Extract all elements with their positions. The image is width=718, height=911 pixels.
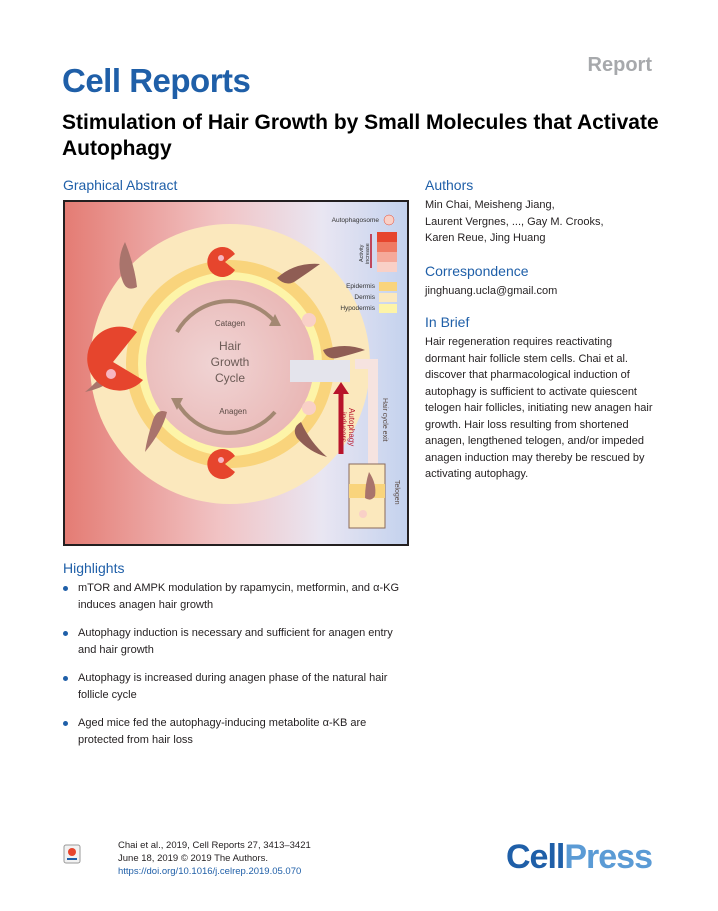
cycle-label-1: Hair [219,339,241,353]
inducers-label-2: inducers [339,412,348,442]
authors-line: Karen Reue, Jing Huang [425,232,546,244]
highlight-item: Aged mice fed the autophagy-inducing met… [63,715,413,748]
publisher-logo-part: Press [564,838,653,876]
authors-heading: Authors [425,177,474,193]
inducers-label-1: Autophagy [347,408,356,446]
bullet-icon [63,586,68,591]
anagen-label: Anagen [219,407,247,416]
check-for-updates-icon[interactable] [63,844,81,864]
highlight-text: mTOR and AMPK modulation by rapamycin, m… [78,582,400,611]
bullet-icon [63,676,68,681]
in-brief-text: Hair regeneration requires reactivating … [425,336,653,480]
graphical-abstract-svg: Catagen Anagen Hair Growth Cycle Hair cy… [65,202,407,544]
correspondence-email[interactable]: jinghuang.ucla@gmail.com [425,285,558,297]
authors-line: Laurent Vergnes, ..., Gay M. Crooks, [425,215,604,228]
hair-cycle-exit-label: Hair cycle exit [381,398,388,442]
legend-epidermis-label: Epidermis [346,283,376,290]
article-type-label: Report [587,54,652,76]
correspondence-heading: Correspondence [425,263,529,279]
hair-cycle-exit-arrow [355,359,378,470]
doi-link[interactable]: https://doi.org/10.1016/j.celrep.2019.05… [118,866,302,877]
highlight-text: Autophagy induction is necessary and suf… [78,627,393,656]
citation-line: Chai et al., 2019, Cell Reports 27, 3413… [118,840,311,851]
cycle-label-3: Cycle [215,371,245,385]
authors-list: Min Chai, Meisheng Jiang, Laurent Vergne… [425,197,655,247]
catagen-arrow [175,299,277,333]
highlights-list: mTOR and AMPK modulation by rapamycin, m… [63,580,413,760]
highlight-item: Autophagy induction is necessary and suf… [63,625,413,658]
legend-hypodermis-label: Hypodermis [340,305,375,312]
highlight-text: Autophagy is increased during anagen pha… [78,672,388,701]
copyright-line: June 18, 2019 © 2019 The Authors. [118,853,268,864]
stem-cell-pacman [87,247,316,479]
legend-dermis-label: Dermis [354,294,375,301]
legend-activity-label-1: Activity [359,244,365,262]
highlights-heading: Highlights [63,560,125,576]
graphical-abstract-heading: Graphical Abstract [63,177,178,193]
article-title: Stimulation of Hair Growth by Small Mole… [62,111,659,160]
graphical-abstract-figure: Catagen Anagen Hair Growth Cycle Hair cy… [63,200,409,546]
anagen-arrow [175,401,277,435]
ring-exit-gap [290,360,350,382]
catagen-label: Catagen [215,319,245,328]
in-brief-heading: In Brief [425,314,470,330]
legend: Autophagosome Activity increase Epidermi… [332,214,397,313]
citation-block: Chai et al., 2019, Cell Reports 27, 3413… [118,839,311,878]
authors-line: Min Chai, Meisheng Jiang, [425,199,555,211]
bullet-icon [63,631,68,636]
bullet-icon [63,721,68,726]
cycle-label-2: Growth [211,355,250,369]
legend-autophagosome-label: Autophagosome [332,217,380,224]
highlight-text: Aged mice fed the autophagy-inducing met… [78,717,367,746]
highlight-item: mTOR and AMPK modulation by rapamycin, m… [63,580,413,613]
telogen-label: Telogen [393,480,400,505]
legend-activity-label-2: increase [365,243,371,264]
publisher-logo-part: Cell [506,838,565,876]
highlight-item: Autophagy is increased during anagen pha… [63,670,413,703]
journal-name: Cell Reports [62,62,251,99]
publisher-logo: CellPress [506,838,653,877]
